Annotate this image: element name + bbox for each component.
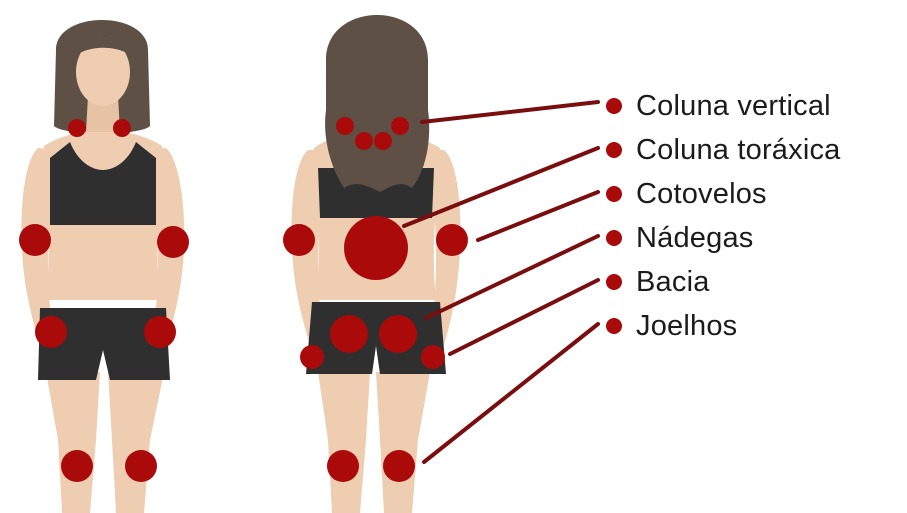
bullet-dot-icon <box>606 98 622 114</box>
front-right-leg <box>108 372 164 513</box>
legend-item-cotovelos: Cotovelos <box>606 172 841 216</box>
back-knee-right-marker <box>383 450 415 482</box>
legend-label: Bacia <box>636 268 710 297</box>
front-hip-right-marker <box>144 316 176 348</box>
legend-item-coluna-vertical: Coluna vertical <box>606 84 841 128</box>
back-thoracic-marker <box>344 216 408 280</box>
back-right-leg <box>376 372 430 513</box>
back-neck-marker-4 <box>391 117 409 135</box>
leader-line-joelhos <box>424 324 598 462</box>
front-knee-right-marker <box>125 450 157 482</box>
back-neck-marker-2 <box>355 132 373 150</box>
back-knee-left-marker <box>327 450 359 482</box>
legend-label: Joelhos <box>636 312 737 341</box>
bullet-dot-icon <box>606 186 622 202</box>
front-figure <box>22 20 185 513</box>
back-elbow-left-marker <box>283 224 315 256</box>
back-elbow-right-marker <box>436 224 468 256</box>
legend-item-joelhos: Joelhos <box>606 304 841 348</box>
legend-label: Nádegas <box>636 224 754 253</box>
front-neck-left-marker <box>68 119 86 137</box>
legend-label: Cotovelos <box>636 180 767 209</box>
front-neck-right-marker <box>113 119 131 137</box>
front-knee-left-marker <box>61 450 93 482</box>
back-buttock-left-marker <box>330 315 368 353</box>
front-elbow-right-marker <box>157 226 189 258</box>
legend: Coluna vertical Coluna toráxica Cotovelo… <box>606 84 841 348</box>
legend-label: Coluna vertical <box>636 92 831 121</box>
bullet-dot-icon <box>606 142 622 158</box>
back-left-leg <box>318 372 370 513</box>
back-neck-marker-1 <box>336 117 354 135</box>
back-buttock-right-marker <box>379 315 417 353</box>
legend-item-bacia: Bacia <box>606 260 841 304</box>
front-left-leg <box>46 372 100 513</box>
back-hip-left-marker <box>300 345 324 369</box>
legend-item-nadegas: Nádegas <box>606 216 841 260</box>
back-neck-marker-3 <box>374 132 392 150</box>
bullet-dot-icon <box>606 318 622 334</box>
back-hip-right-marker <box>421 345 445 369</box>
legend-item-coluna-toraxica: Coluna toráxica <box>606 128 841 172</box>
legend-label: Coluna toráxica <box>636 136 841 165</box>
back-hair <box>325 15 429 192</box>
bullet-dot-icon <box>606 274 622 290</box>
front-elbow-left-marker <box>19 224 51 256</box>
front-hip-left-marker <box>35 316 67 348</box>
leader-line-coluna-vertical <box>422 102 598 122</box>
bullet-dot-icon <box>606 230 622 246</box>
leader-line-cotovelos <box>478 192 598 240</box>
